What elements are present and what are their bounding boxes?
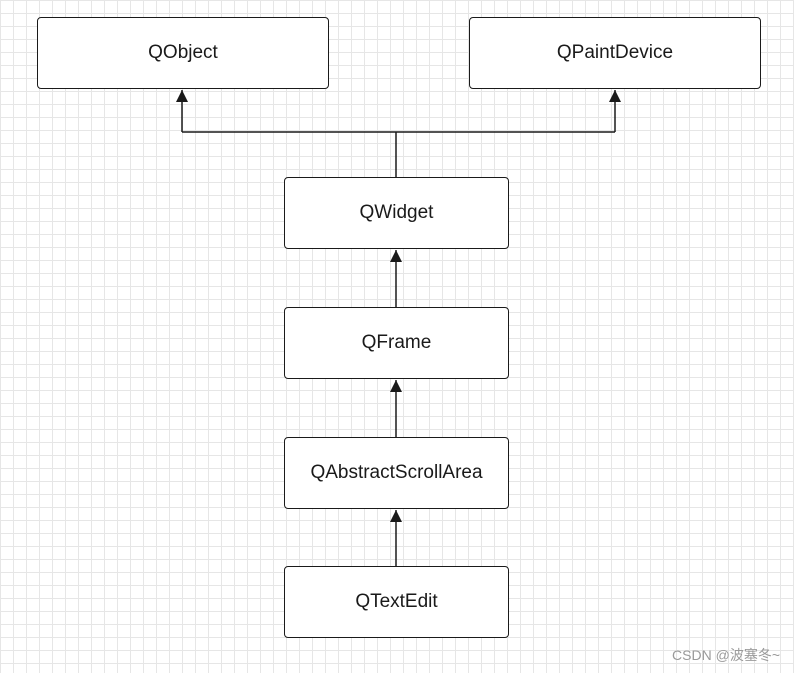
watermark: CSDN @波塞冬~	[672, 647, 780, 663]
node-label: QPaintDevice	[556, 42, 674, 63]
node-qwidget: QWidget	[284, 177, 509, 249]
node-qabstractscrollarea: QAbstractScrollArea	[284, 437, 509, 509]
node-qobject: QObject	[37, 17, 329, 89]
node-label: QAbstractScrollArea	[310, 462, 483, 483]
node-qpaintdevice: QPaintDevice	[469, 17, 761, 89]
node-label: QTextEdit	[355, 591, 438, 612]
node-label: QObject	[148, 42, 218, 63]
node-qframe: QFrame	[284, 307, 509, 379]
node-qtextedit: QTextEdit	[284, 566, 509, 638]
node-label: QWidget	[359, 202, 434, 223]
node-label: QFrame	[361, 332, 432, 353]
